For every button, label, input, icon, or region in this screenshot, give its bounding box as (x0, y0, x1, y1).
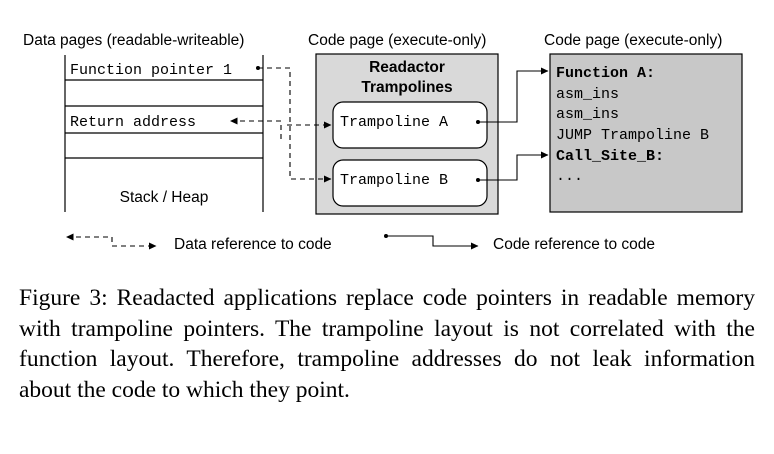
code-line-asm-1: asm_ins (556, 86, 619, 103)
header-code-page-1: Code page (execute-only) (308, 32, 486, 49)
code-line-function-a: Function A: (556, 65, 655, 82)
code-line-jump: JUMP Trampoline B (556, 127, 709, 144)
function-code-page: Function A: asm_ins asm_ins JUMP Trampol… (549, 53, 743, 213)
return-address-cell: Return address (70, 114, 196, 131)
code-reference-arrows (476, 67, 549, 182)
code-ref-tramp-a-to-function-a (478, 67, 549, 123)
legend-code-reference-label: Code reference to code (493, 236, 655, 253)
code-ref-tramp-b-to-call-site (478, 151, 549, 181)
legend-dashed-arrow (66, 233, 157, 250)
figure-caption: Figure 3: Readacted applications replace… (19, 285, 755, 403)
legend: Data reference to code Code reference to… (66, 233, 655, 253)
trampolines-title-line2: Trampolines (361, 79, 452, 96)
trampoline-b-label: Trampoline B (340, 172, 448, 189)
trampoline-a-box (332, 101, 488, 149)
data-ref-fp-to-tramp-b (258, 67, 332, 183)
code-line-call-site: Call_Site_B: (556, 148, 664, 165)
legend-data-reference-label: Data reference to code (174, 236, 332, 253)
code-line-ellipsis: ... (556, 168, 583, 185)
trampolines-title-line1: Readactor (369, 59, 445, 76)
code-line-asm-2: asm_ins (556, 106, 619, 123)
header-code-page-2: Code page (execute-only) (544, 32, 722, 49)
function-pointer-cell: Function pointer 1 (70, 62, 232, 79)
data-reference-arrows (230, 66, 332, 183)
trampoline-page: Readactor Trampolines Trampoline A Tramp… (315, 53, 499, 215)
trampoline-b-box (332, 159, 488, 207)
legend-solid-arrow (386, 235, 479, 250)
trampoline-a-label: Trampoline A (340, 114, 448, 131)
stack-heap-block: Function pointer 1 Return address Stack … (64, 55, 264, 212)
stack-heap-label: Stack / Heap (120, 189, 209, 206)
data-ref-return-address (230, 117, 282, 140)
header-data-pages: Data pages (readable-writeable) (23, 32, 244, 49)
